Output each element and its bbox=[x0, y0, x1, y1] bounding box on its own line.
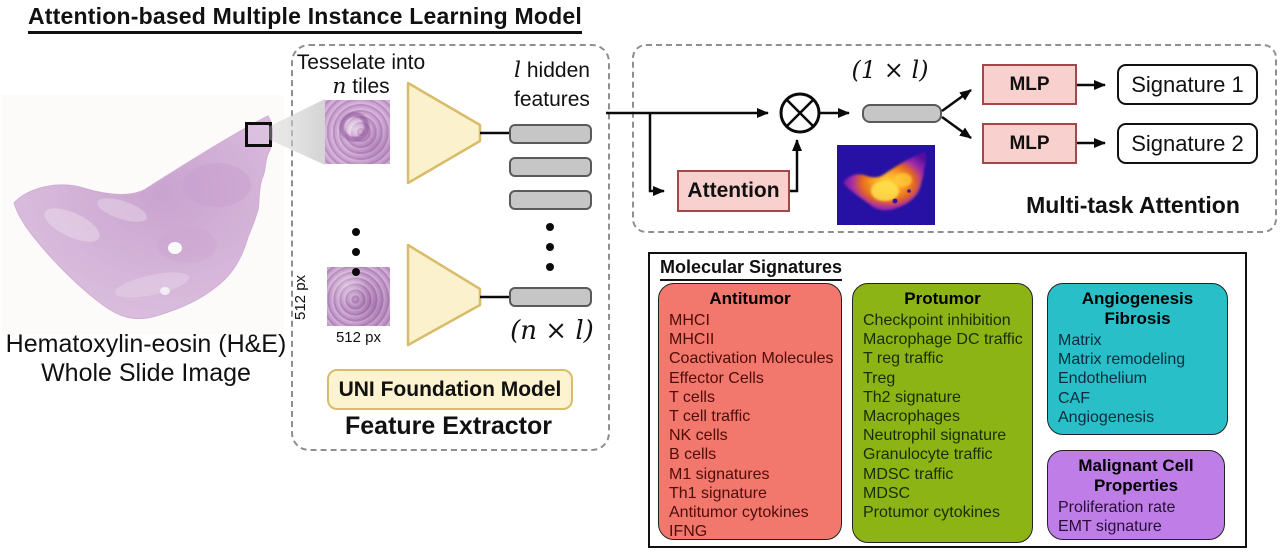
signature-item: Th1 signature bbox=[669, 484, 767, 502]
wsi-caption-line2: Whole Slide Image bbox=[41, 359, 251, 387]
mlp-node-2: MLP bbox=[982, 123, 1077, 164]
signature-item: MHCII bbox=[669, 331, 715, 349]
signature-item: NK cells bbox=[669, 427, 728, 445]
histology-tile-2 bbox=[327, 267, 390, 326]
signature-group-title: Malignant Cell Properties bbox=[1078, 456, 1194, 495]
signature-item: T cell traffic bbox=[669, 408, 751, 426]
signature-item: Granulocyte traffic bbox=[863, 446, 993, 464]
multi-task-attention-label: Multi-task Attention bbox=[1026, 192, 1240, 218]
uni-foundation-model-box: UNI Foundation Model bbox=[327, 369, 573, 410]
hidden-features-line2: features bbox=[514, 88, 590, 111]
attention-node: Attention bbox=[677, 170, 790, 212]
aggregated-feature-bar bbox=[862, 104, 942, 123]
signature-item: Antitumor cytokines bbox=[669, 504, 809, 522]
l-variable: l bbox=[514, 58, 522, 83]
signature-item: Angiogenesis bbox=[1058, 408, 1155, 426]
signature-group-title: Angiogenesis Fibrosis bbox=[1081, 289, 1194, 328]
signature-item: IFNG bbox=[669, 523, 708, 540]
hidden-suffix: hidden bbox=[521, 59, 590, 82]
signature-item: Matrix remodeling bbox=[1058, 351, 1186, 369]
signature-item: EMT signature bbox=[1058, 518, 1162, 536]
signature-item: MHCI bbox=[669, 312, 710, 329]
tesselate-label-line1: Tesselate into bbox=[296, 51, 426, 74]
wsi-caption-line1: Hematoxylin-eosin (H&E) bbox=[5, 330, 287, 358]
signature-item: Effector Cells bbox=[669, 369, 764, 387]
tile-width-label: 512 px bbox=[335, 329, 382, 346]
signature-item: Proliferation rate bbox=[1058, 499, 1176, 516]
signature-item: MDSC traffic bbox=[863, 465, 954, 483]
feature-extractor-box bbox=[291, 44, 610, 451]
tiles-suffix: tiles bbox=[346, 75, 390, 98]
signature-item: Endothelium bbox=[1058, 370, 1147, 388]
signature-item: MDSC bbox=[863, 484, 911, 502]
signature-item: T reg traffic bbox=[863, 350, 944, 368]
signature-item: Matrix bbox=[1058, 332, 1102, 349]
signature-item: Coactivation Molecules bbox=[669, 350, 834, 368]
histology-tile-1 bbox=[325, 100, 390, 164]
attention-heatmap-image bbox=[837, 145, 935, 225]
signature-group-title: Antitumor bbox=[709, 289, 791, 308]
n-by-l-dims-label: (n × l) bbox=[510, 316, 594, 346]
feature-vector-bar bbox=[509, 124, 592, 144]
feature-vector-bar bbox=[509, 287, 592, 307]
vertical-ellipsis-bars bbox=[546, 223, 554, 271]
tile-height-label: 512 px bbox=[292, 274, 309, 320]
signature-item: CAF bbox=[1058, 389, 1090, 407]
wsi-zoom-rect bbox=[245, 122, 272, 147]
signature-1-output: Signature 1 bbox=[1117, 64, 1258, 105]
signature-item: Macrophage DC traffic bbox=[863, 331, 1023, 349]
feature-vector-bar bbox=[509, 157, 592, 177]
signature-item: Macrophages bbox=[863, 408, 960, 426]
signature-group-title: Protumor bbox=[904, 289, 981, 308]
one-by-l-dims-label: (1 × l) bbox=[851, 56, 929, 84]
n-variable: n bbox=[332, 74, 347, 99]
wsi-tissue-shape bbox=[13, 115, 273, 320]
signature-item: B cells bbox=[669, 446, 717, 464]
signature-item: Th2 signature bbox=[863, 388, 961, 406]
vertical-ellipsis-tiles bbox=[352, 228, 360, 276]
signature-item: T cells bbox=[669, 388, 715, 406]
mlp-node-1: MLP bbox=[982, 64, 1077, 105]
signature-item: Checkpoint inhibition bbox=[863, 312, 1011, 329]
molecular-signatures-title: Molecular Signatures bbox=[660, 257, 843, 281]
multi-task-attention-box bbox=[632, 44, 1277, 233]
signature-item: M1 signatures bbox=[669, 465, 770, 483]
feature-vector-bar bbox=[509, 190, 592, 210]
signature-item: Neutrophil signature bbox=[863, 427, 1007, 445]
figure-title: Attention-based Multiple Instance Learni… bbox=[28, 3, 582, 34]
wsi-image bbox=[2, 95, 284, 335]
signature-item: Protumor cytokines bbox=[863, 504, 1000, 522]
feature-extractor-label: Feature Extractor bbox=[344, 412, 553, 440]
tesselate-label-line2: n tiles bbox=[294, 74, 428, 99]
signature-item: Treg bbox=[863, 369, 896, 387]
hidden-features-line1: l hidden bbox=[498, 58, 606, 83]
signature-2-output: Signature 2 bbox=[1117, 123, 1258, 164]
